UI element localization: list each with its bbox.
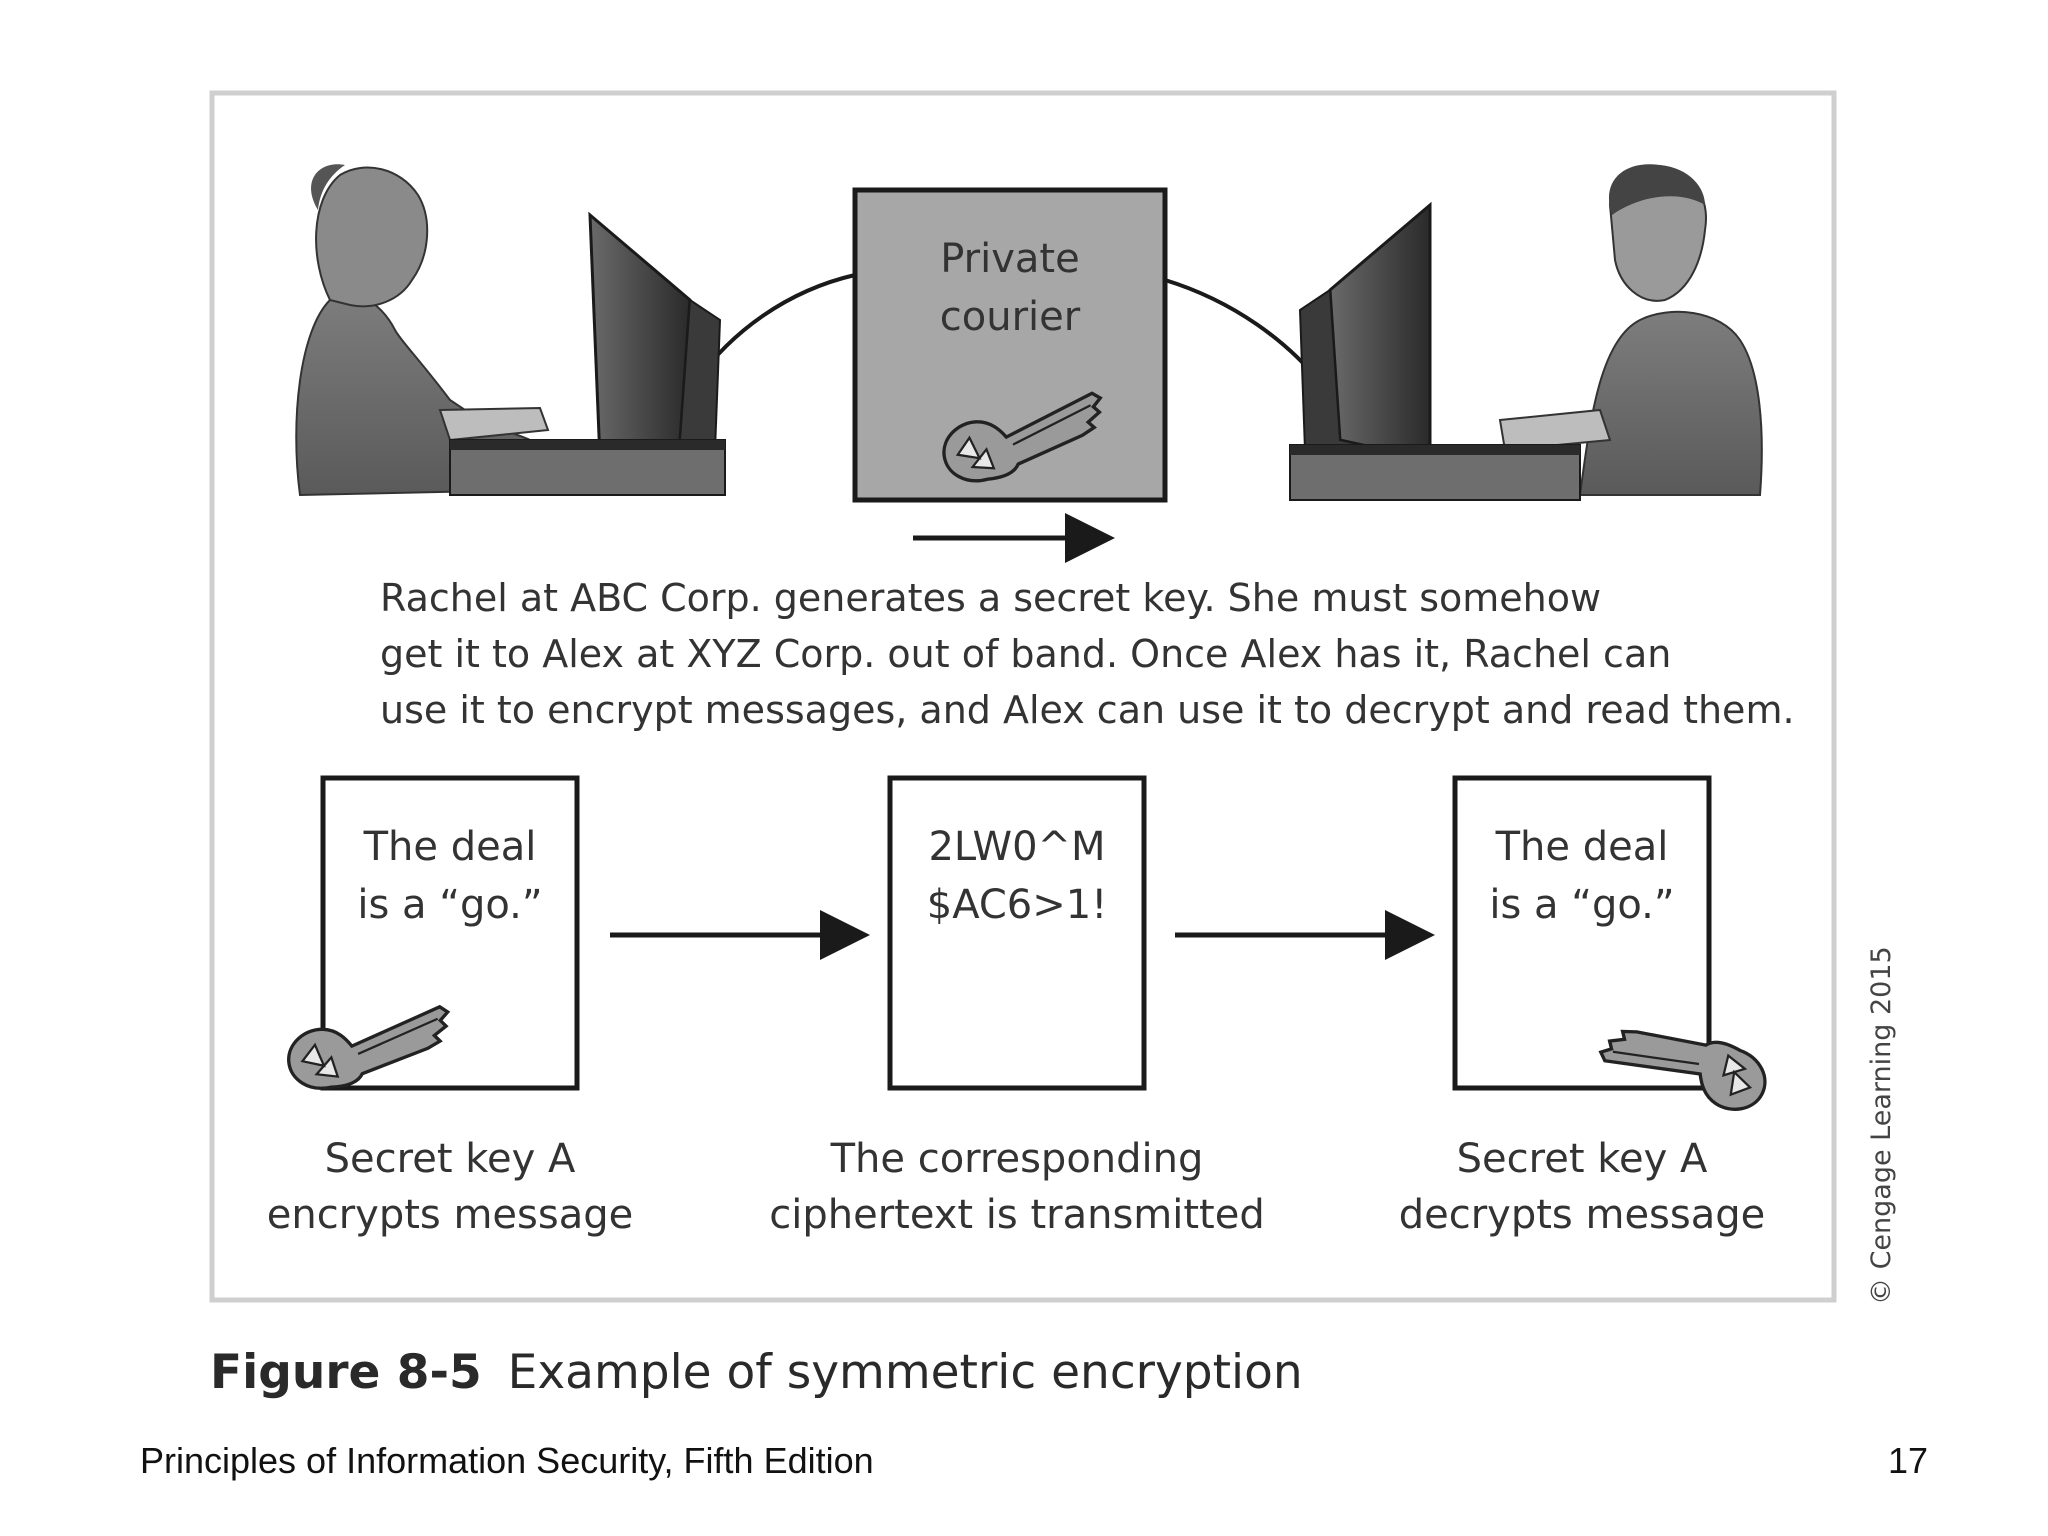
decrypted-line2: is a “go.” <box>1489 882 1674 928</box>
decrypted-line1: The deal <box>1495 824 1669 870</box>
plaintext-box <box>320 775 580 1091</box>
rachel-illustration <box>295 164 550 497</box>
ciphertext-line2: $AC6>1! <box>927 882 1108 928</box>
ciphertext-box <box>887 775 1147 1091</box>
caption-encrypt-line2: encrypts message <box>267 1192 633 1238</box>
figure-caption: Figure 8-5 Example of symmetric encryptio… <box>210 1345 1303 1400</box>
courier-label-line1: Private <box>940 236 1079 282</box>
plaintext-line2: is a “go.” <box>357 882 542 928</box>
footer-book-title: Principles of Information Security, Fift… <box>140 1440 874 1481</box>
footer-page-number: 17 <box>1887 1440 1928 1481</box>
figure-title: Example of symmetric encryption <box>507 1345 1303 1400</box>
caption-transmit-line1: The corresponding <box>830 1136 1204 1182</box>
copyright-credit: © Cengage Learning 2015 <box>1866 946 1897 1305</box>
left-computer <box>449 211 726 496</box>
courier-label-line2: courier <box>940 294 1081 340</box>
description-text: Rachel at ABC Corp. generates a secret k… <box>380 570 1795 738</box>
ciphertext-line1: 2LW0^M <box>928 824 1105 870</box>
alex-illustration <box>1498 164 1763 496</box>
caption-encrypt-line1: Secret key A <box>325 1136 576 1182</box>
figure-label: Figure 8-5 <box>210 1345 482 1400</box>
description-line-1: Rachel at ABC Corp. generates a secret k… <box>380 576 1602 620</box>
caption-decrypt-line2: decrypts message <box>1399 1192 1766 1238</box>
plaintext-line1: The deal <box>363 824 537 870</box>
description-line-2: get it to Alex at XYZ Corp. out of band.… <box>380 632 1672 676</box>
right-computer <box>1289 201 1581 501</box>
description-line-3: use it to encrypt messages, and Alex can… <box>380 688 1795 732</box>
caption-transmit-line2: ciphertext is transmitted <box>769 1192 1265 1238</box>
caption-decrypt-line1: Secret key A <box>1457 1136 1708 1182</box>
